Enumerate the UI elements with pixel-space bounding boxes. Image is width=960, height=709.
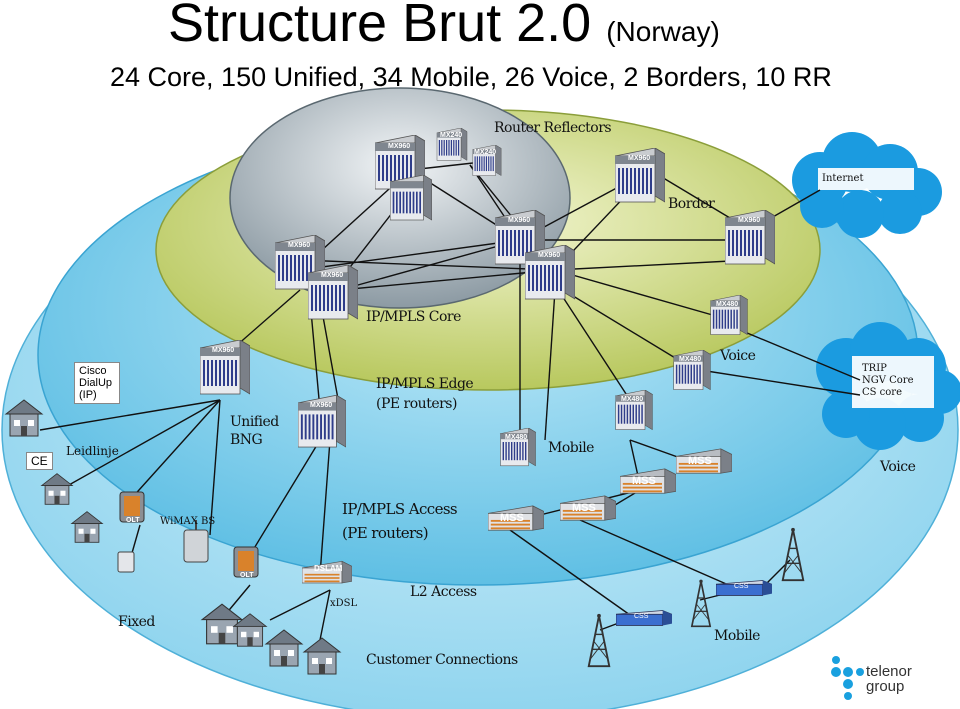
label-voice-upper: Voice: [720, 348, 756, 364]
label-mobile-bottom: Mobile: [714, 628, 760, 644]
label-fixed: Fixed: [118, 614, 155, 630]
cisco-line-3: (IP): [79, 389, 97, 401]
telenor-logo-icon: [831, 656, 864, 700]
trip-line-1: TRIP: [862, 363, 887, 374]
cisco-line-2: DialUp: [79, 377, 113, 389]
label-css-1: CSS: [734, 583, 749, 590]
label-olt-2: OLT: [240, 572, 254, 579]
label-mx240: MX240: [440, 132, 462, 139]
label-mx960: MX960: [388, 143, 410, 150]
label-customer-connections: Customer Connections: [366, 652, 518, 668]
label-l2-access: L2 Access: [410, 584, 477, 600]
modem: [117, 551, 135, 573]
cisco-line-1: Cisco: [79, 365, 107, 377]
label-ip-mpls-access: IP/MPLS Access: [342, 500, 458, 518]
label-mss-3: MSS: [572, 502, 596, 514]
brand-line-1: telenor: [866, 663, 912, 680]
label-mx960-bng: MX960: [212, 347, 234, 354]
cisco-dialup-box: Cisco DialUp (IP): [74, 362, 120, 404]
label-mss-1: MSS: [688, 455, 712, 467]
trip-line-3: CS core: [862, 387, 902, 398]
label-mx960-c3: MX960: [288, 242, 310, 249]
label-unified: Unified: [230, 414, 279, 430]
page-subtitle: 24 Core, 150 Unified, 34 Mobile, 26 Voic…: [110, 62, 832, 92]
label-mx960-unified: MX960: [310, 402, 332, 409]
label-ip-mpls-core: IP/MPLS Core: [366, 309, 461, 325]
page-title: Structure Brut 2.0 (Norway): [168, 0, 720, 54]
wimax-bs: [183, 520, 209, 563]
label-mss-2: MSS: [632, 475, 656, 487]
label-mx480-4: MX480: [505, 434, 527, 441]
label-mx480-1: MX480: [716, 301, 738, 308]
label-mx480-2: MX480: [679, 356, 701, 363]
label-border: Border: [668, 196, 715, 212]
label-bng: BNG: [230, 432, 263, 448]
label-internet: Internet: [822, 173, 864, 184]
label-ip-mpls-edge: IP/MPLS Edge: [376, 376, 474, 392]
ce-box: CE: [26, 452, 53, 470]
label-mx960-b1: MX960: [628, 155, 650, 162]
label-mx240-2: MX240: [474, 149, 496, 156]
label-router-reflectors: Router Reflectors: [494, 120, 612, 136]
title-main: Structure Brut 2.0: [168, 0, 592, 53]
trip-line-2: NGV Core: [862, 375, 914, 386]
label-mobile-mid: Mobile: [548, 440, 594, 456]
label-leidlinje: Leidlinje: [66, 444, 119, 458]
label-mss-4: MSS: [500, 512, 524, 524]
label-mx960-b2: MX960: [738, 217, 760, 224]
core-router-mx960-rr-2: [390, 175, 432, 221]
trip-cloud: [816, 322, 960, 450]
label-mx960-c1: MX960: [508, 217, 530, 224]
label-xdsl: xDSL: [330, 598, 358, 609]
label-mx960-c4: MX960: [321, 272, 343, 279]
label-wimax-bs: WiMAX BS: [160, 516, 216, 527]
brand-line-2: group: [866, 678, 905, 695]
label-ip-mpls-edge-pe: (PE routers): [376, 396, 457, 412]
label-mx480-3: MX480: [621, 396, 643, 403]
label-dslam: DSLAM: [314, 564, 343, 573]
label-css-2: CSS: [634, 613, 649, 620]
label-ip-mpls-access-pe: (PE routers): [342, 524, 429, 542]
internet-cloud: [792, 132, 942, 238]
title-suffix: (Norway): [606, 16, 720, 47]
trip-cloud-text: TRIP NGV Core CS core: [862, 363, 914, 399]
telenor-brand: telenor group: [866, 664, 912, 694]
label-mx960-c2: MX960: [538, 252, 560, 259]
label-voice-right: Voice: [880, 459, 916, 475]
label-olt-1: OLT: [126, 517, 140, 524]
